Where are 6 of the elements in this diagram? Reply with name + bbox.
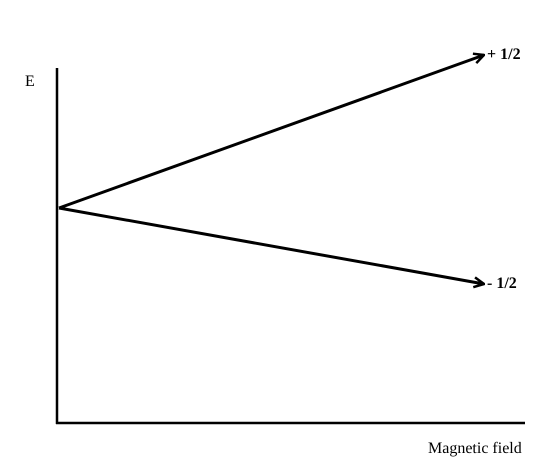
- arrow: [58, 52, 486, 210]
- spin-state-label: - 1/2: [487, 275, 517, 293]
- arrow: [58, 206, 486, 288]
- axis-label: E: [25, 73, 35, 91]
- spin-state-label: + 1/2: [487, 46, 521, 64]
- axis-label: Magnetic field: [428, 440, 522, 458]
